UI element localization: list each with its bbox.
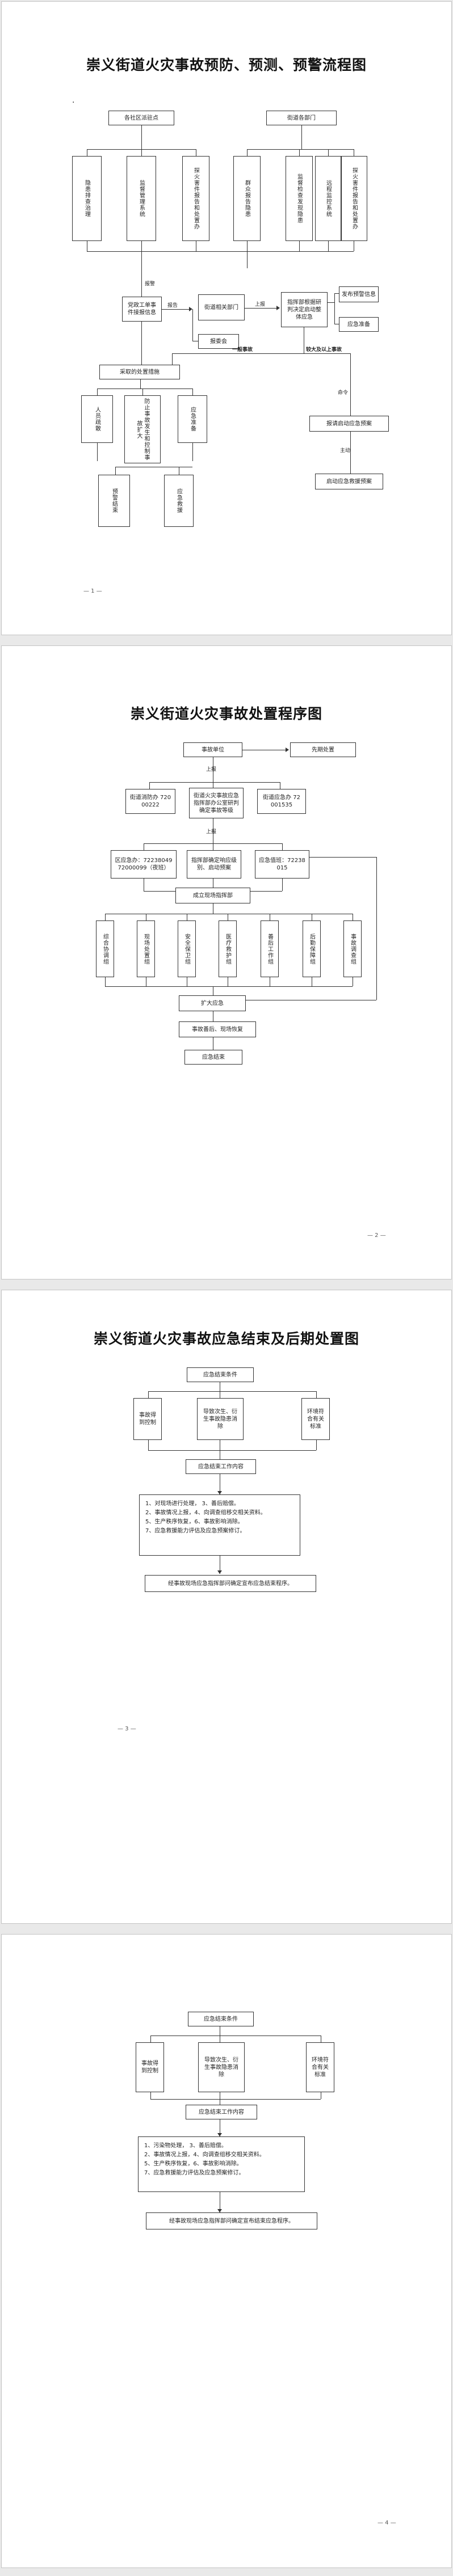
p3-item-3: 5、生产秩序恢复，6、事故影响消除。 bbox=[145, 1519, 244, 1525]
page-3: 崇义街道火灾事故应急结束及后期处置图 应急结束条件 事故得到控制 导致次生、衍生… bbox=[1, 1290, 452, 1924]
page4-number: — 4 — bbox=[378, 2520, 396, 2526]
receive-dept-box: 街道相关部门 bbox=[198, 294, 245, 320]
p4-item-4: 7、应急救援能力评估及应急预案修订。 bbox=[144, 2170, 245, 2176]
p3-item-2: 2、事故情况上报，4、向调查组移交相关资料。 bbox=[145, 1510, 266, 1516]
command-hq-box: 街道火灾事故应急指挥部办公室研判确定事故等级 bbox=[189, 788, 244, 818]
community-box: 各社区派驻点 bbox=[108, 111, 174, 125]
emergency-dept-box: 应急值班：72238015 bbox=[255, 850, 309, 879]
command-box: 指挥部根据研判决定启动整体应急 bbox=[281, 292, 328, 327]
report-box: 报委会 bbox=[198, 334, 239, 349]
district-phone-box: 区应急办：72238049 72000099（夜班） bbox=[111, 850, 177, 879]
p4-condition-box: 应急结束条件 bbox=[188, 2012, 254, 2026]
col3-box: 探火害件报告和处置办 bbox=[182, 156, 209, 241]
prevent-box: 防止事故发生和控制事故扩大 bbox=[124, 395, 161, 463]
street-monitor-box: 街道应急办 72001535 bbox=[257, 789, 306, 814]
col1-box: 隐患排查治理 bbox=[72, 156, 102, 241]
page1-title: 崇义街道火灾事故预防、预测、预警流程图 bbox=[86, 57, 367, 73]
col7-box: 探火害件报告和处置办 bbox=[341, 156, 367, 241]
group-coordination: 综合协调组 bbox=[96, 920, 114, 977]
end-box: 应急结束 bbox=[184, 1050, 242, 1065]
group-security: 安全保卫组 bbox=[178, 920, 196, 977]
col2-box: 监督管理系统 bbox=[127, 156, 156, 241]
label-major: 较大及以上事故 bbox=[306, 347, 342, 353]
page3-title: 崇义街道火灾事故应急结束及后期处置图 bbox=[93, 1331, 359, 1347]
col6-box: 远程监控系统 bbox=[315, 156, 341, 241]
label-order: 命令 bbox=[338, 390, 349, 396]
group-investigation: 事故调查组 bbox=[343, 920, 362, 977]
start-plan-box: 启动应急救援预案 bbox=[315, 474, 383, 489]
departments-box: 街道各部门 bbox=[266, 111, 337, 125]
rescue-box: 应急救援 bbox=[164, 475, 194, 527]
p4-cond3-box: 环境符合有关标准 bbox=[306, 2042, 334, 2092]
p3-confirm-box: 经事故现场应急指挥部问确定宣布应急结束程序。 bbox=[145, 1575, 316, 1592]
response-box: 采取的处置措施 bbox=[99, 365, 180, 379]
p3-cond1-box: 事故得到控制 bbox=[133, 1398, 162, 1440]
p4-cond1-box: 事故得到控制 bbox=[136, 2042, 164, 2092]
label-alarm: 报警 bbox=[145, 281, 156, 287]
p4-item-3: 5、生产秩序恢复，6、事故影响消除。 bbox=[144, 2161, 242, 2167]
first-aid-box: 先期处置 bbox=[290, 742, 356, 757]
issue-warning-box: 发布预警信息 bbox=[339, 286, 379, 302]
p3-work-box: 应急结束工作内容 bbox=[186, 1459, 256, 1474]
warning-release-box: 预警结束 bbox=[98, 475, 130, 527]
label-then: 主动 bbox=[340, 448, 351, 454]
col5-box: 监督检查发现隐患 bbox=[286, 156, 313, 241]
label-upreport: 上报 bbox=[255, 302, 266, 307]
street-office-box: 街道消防办 72000222 bbox=[125, 789, 175, 814]
group-logistics: 后勤保障组 bbox=[303, 920, 321, 977]
p3-item-1: 1、对现场进行处理， 3、善后赔偿。 bbox=[145, 1501, 240, 1507]
label-report-1: 上报 bbox=[206, 767, 217, 772]
label-report-2: 上报 bbox=[206, 829, 217, 835]
p3-condition-box: 应急结束条件 bbox=[187, 1367, 254, 1382]
page1-dot: · bbox=[72, 98, 75, 107]
page2-number: — 2 — bbox=[367, 1232, 386, 1239]
p3-item-4: 7、应急救援能力评估及应急预案修订。 bbox=[145, 1528, 246, 1534]
p3-cond3-box: 环境符合有关标准 bbox=[301, 1398, 330, 1440]
page-1: 崇义街道火灾事故预防、预测、预警流程图 · 各社区派驻点 街道各部门 隐患排查治… bbox=[1, 1, 452, 635]
emergency-prep-box: 应急准备 bbox=[339, 317, 379, 332]
evacuate-box: 人员疏散 bbox=[81, 395, 113, 443]
form-hq-box: 成立现场指挥部 bbox=[175, 888, 250, 903]
label-general: 一般事故 bbox=[232, 347, 253, 353]
page3-number: — 3 — bbox=[118, 1726, 136, 1732]
page-4: 应急结束条件 事故得到控制 导致次生、衍生事故隐患消除 环境符合有关标准 应急结… bbox=[1, 1934, 452, 2568]
p3-cond2-box: 导致次生、衍生事故隐患消除 bbox=[197, 1398, 244, 1440]
accept-box: 党政工单事件接报信息 bbox=[122, 297, 162, 322]
group-aftermath: 善后工作组 bbox=[261, 920, 279, 977]
p4-confirm-box: 经事故现场应急指挥部问确定宣布结束应急程序。 bbox=[146, 2212, 317, 2229]
label-report: 报告 bbox=[167, 303, 178, 309]
hq-decision-box: 指挥部确定响应级别、启动预案 bbox=[187, 850, 241, 879]
col4-box: 群众报告隐患 bbox=[233, 156, 261, 241]
p4-work-box: 应急结束工作内容 bbox=[186, 2105, 257, 2119]
emergency-ready-box: 应急准备 bbox=[178, 395, 207, 443]
expand-box: 扩大应急 bbox=[179, 995, 246, 1011]
p4-cond2-box: 导致次生、衍生事故隐患消除 bbox=[198, 2042, 245, 2092]
p3-items-box: 1、对现场进行处理， 3、善后赔偿。 2、事故情况上报，4、向调查组移交相关资料… bbox=[139, 1494, 300, 1556]
group-medical: 医疗救护组 bbox=[219, 920, 237, 977]
recovery-box: 事故善后、现场恢复 bbox=[179, 1021, 256, 1037]
p4-items-box: 1、污染物处理， 3、善后赔偿。 2、事故情况上报，4、向调查组移交相关资料。 … bbox=[138, 2136, 305, 2192]
page1-number: — 1 — bbox=[83, 588, 102, 594]
group-onsite: 现场处置组 bbox=[137, 920, 155, 977]
accident-unit-box: 事故单位 bbox=[183, 742, 242, 757]
page2-title: 崇义街道火灾事故处置程序图 bbox=[130, 706, 322, 722]
city-plan-box: 报请启动应急预案 bbox=[309, 416, 389, 432]
p4-item-2: 2、事故情况上报，4、向调查组移交相关资料。 bbox=[144, 2152, 265, 2158]
p4-item-1: 1、污染物处理， 3、善后赔偿。 bbox=[144, 2143, 227, 2149]
page-2: 崇义街道火灾事故处置程序图 事故单位 先期处置 上报 街道消防办 7200022… bbox=[1, 645, 452, 1279]
